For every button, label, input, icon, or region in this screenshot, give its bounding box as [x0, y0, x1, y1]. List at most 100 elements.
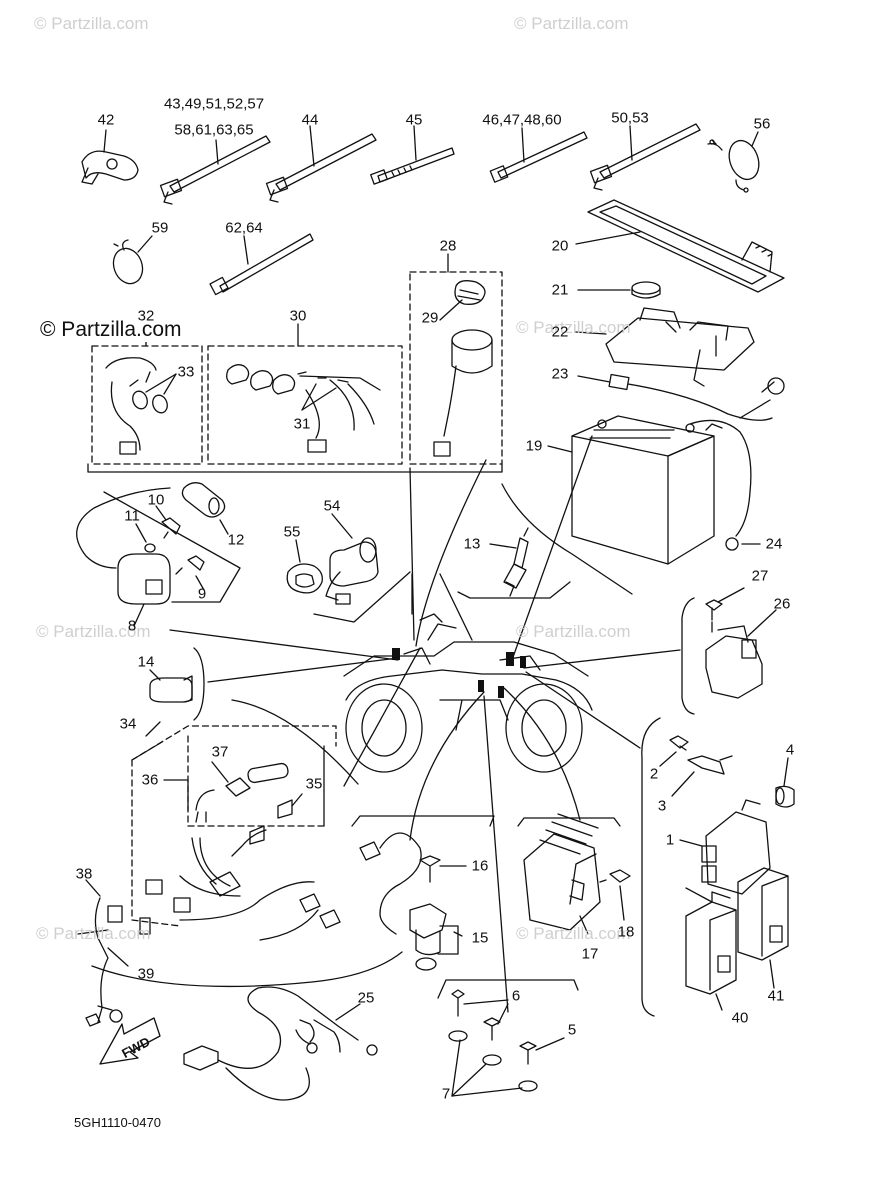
battery-19	[571, 415, 715, 565]
callout-16[interactable]: 16	[471, 857, 489, 875]
bolt-10	[161, 517, 181, 539]
callout-7[interactable]: 7	[441, 1085, 451, 1103]
callout-2[interactable]: 2	[649, 765, 659, 783]
negative-cable-24	[689, 419, 752, 551]
callout-28[interactable]: 28	[439, 237, 457, 255]
relay-26	[705, 621, 763, 699]
cap-12	[181, 482, 226, 518]
watermark-text: © Partzilla.com	[514, 14, 629, 33]
cable-tie-45	[370, 147, 455, 185]
watermark-text: © Partzilla.com	[36, 622, 151, 641]
bolt-9	[175, 555, 205, 575]
callout-1[interactable]: 1	[665, 831, 675, 849]
clip-59	[112, 239, 144, 285]
cable-tie-50	[589, 123, 701, 191]
bolt-16	[419, 855, 441, 883]
fwd-arrow-icon	[99, 1017, 161, 1065]
plug-cap-54	[325, 537, 379, 605]
callout-6[interactable]: 6	[511, 987, 521, 1005]
watermark-text: © Partzilla.com	[516, 924, 631, 943]
ignition-coil-8	[76, 487, 171, 605]
callout-44[interactable]: 44	[301, 111, 319, 129]
callout-43[interactable]: 43,49,51,52,57	[163, 95, 265, 113]
callout-29[interactable]: 29	[421, 309, 439, 327]
callout-39[interactable]: 39	[137, 965, 155, 983]
callout-56[interactable]: 56	[753, 115, 771, 133]
callout-26[interactable]: 26	[773, 595, 791, 613]
callout-9[interactable]: 9	[197, 585, 207, 603]
callout-54[interactable]: 54	[323, 497, 341, 515]
callout-45[interactable]: 45	[405, 111, 423, 129]
nut-55	[286, 563, 323, 594]
bolt-27	[705, 599, 723, 621]
callout-38[interactable]: 38	[75, 865, 93, 883]
callout-12[interactable]: 12	[227, 531, 245, 549]
callout-42[interactable]: 42	[97, 111, 115, 129]
callout-24[interactable]: 24	[765, 535, 783, 553]
callout-21[interactable]: 21	[551, 281, 569, 299]
bracket-3	[687, 755, 733, 775]
bolt-18	[599, 869, 631, 883]
ignition-switch-28	[409, 271, 503, 465]
watermark-text: © Partzilla.com	[516, 318, 631, 337]
callout-33[interactable]: 33	[177, 363, 195, 381]
battery-cover-22	[605, 307, 755, 387]
callout-35[interactable]: 35	[305, 775, 323, 793]
cable-tie-44	[265, 133, 377, 203]
callout-32[interactable]: 32	[137, 307, 155, 325]
callout-3[interactable]: 3	[657, 797, 667, 815]
bolt-6b	[482, 1017, 502, 1066]
callout-17[interactable]: 17	[581, 945, 599, 963]
callout-50[interactable]: 50,53	[611, 109, 649, 127]
callout-62[interactable]: 62,64	[225, 219, 263, 237]
callout-31[interactable]: 31	[293, 415, 311, 433]
callout-4[interactable]: 4	[785, 741, 795, 759]
cable-tie-46	[489, 131, 588, 183]
callout-34[interactable]: 34	[119, 715, 137, 733]
bolt-2	[669, 735, 689, 751]
watermark-text: © Partzilla.com	[34, 14, 149, 33]
cable-tie-43	[159, 135, 271, 205]
callout-11[interactable]: 11	[124, 507, 140, 525]
watermark-text: © Partzilla.com	[516, 622, 631, 641]
ring-clip-56	[707, 139, 760, 193]
callout-27[interactable]: 27	[751, 567, 769, 585]
sensor-15	[359, 832, 447, 971]
callout-30[interactable]: 30	[289, 307, 307, 325]
callout-37[interactable]: 37	[211, 743, 229, 761]
callout-8[interactable]: 8	[127, 617, 137, 635]
callout-55[interactable]: 55	[283, 523, 301, 541]
washer-11	[144, 543, 156, 553]
callout-15[interactable]: 15	[471, 929, 489, 947]
callout-58[interactable]: 58,61,63,65	[174, 121, 254, 139]
harness-25	[183, 986, 378, 1101]
bolt-5	[518, 1041, 538, 1092]
watermark-main: © Partzilla.com	[38, 318, 184, 342]
spark-plug-13	[503, 527, 529, 597]
callout-36[interactable]: 36	[141, 771, 159, 789]
harness-30	[207, 345, 403, 465]
watermark-text: © Partzilla.com	[36, 924, 151, 943]
sensor-14	[149, 675, 193, 703]
callout-46[interactable]: 46,47,48,60	[482, 111, 562, 129]
clamp-42	[81, 150, 139, 185]
harness-38	[77, 881, 403, 1027]
callout-41[interactable]: 41	[767, 987, 785, 1005]
callout-13[interactable]: 13	[463, 535, 481, 553]
callout-23[interactable]: 23	[551, 365, 569, 383]
callout-18[interactable]: 18	[617, 923, 635, 941]
callout-14[interactable]: 14	[137, 653, 155, 671]
callout-40[interactable]: 40	[731, 1009, 749, 1027]
callout-25[interactable]: 25	[357, 989, 375, 1007]
battery-bracket-20	[587, 199, 785, 293]
callout-20[interactable]: 20	[551, 237, 569, 255]
callout-59[interactable]: 59	[151, 219, 169, 237]
callout-19[interactable]: 19	[525, 437, 543, 455]
wire-group-32	[91, 345, 203, 465]
harness-group-34	[131, 699, 359, 927]
callout-22[interactable]: 22	[551, 323, 569, 341]
bolt-6a	[448, 989, 468, 1042]
callout-10[interactable]: 10	[147, 491, 165, 509]
callout-5[interactable]: 5	[567, 1021, 577, 1039]
